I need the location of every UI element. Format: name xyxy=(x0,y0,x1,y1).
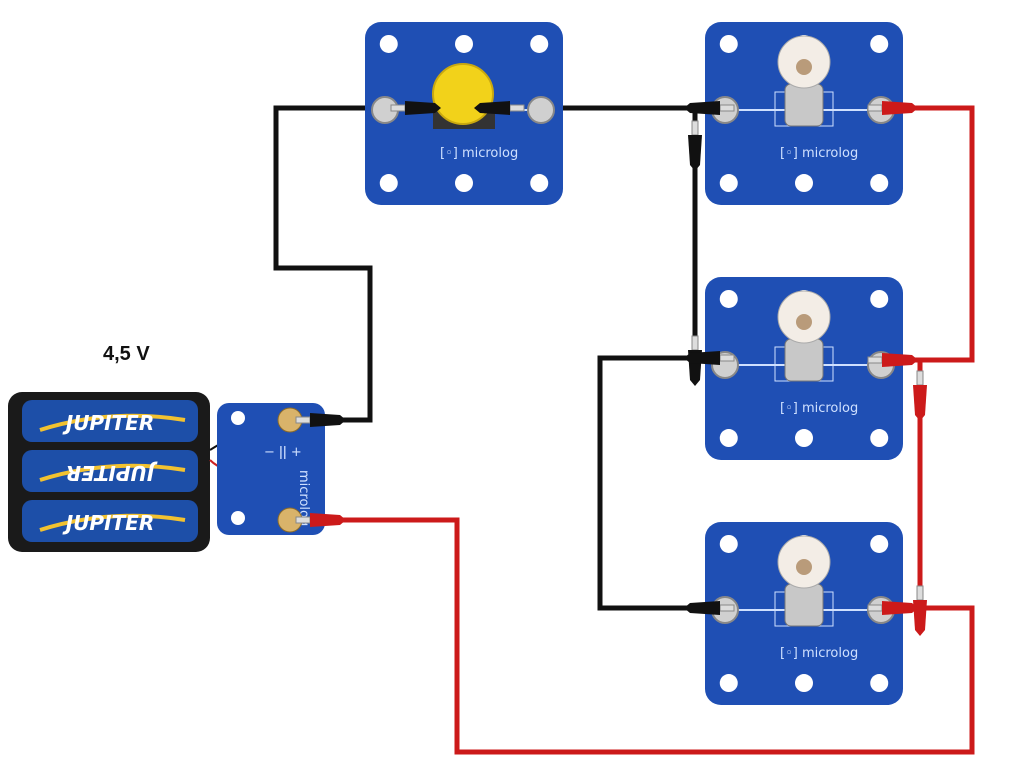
banana-plug[interactable] xyxy=(913,585,927,636)
banana-plug[interactable] xyxy=(474,101,525,115)
battery-cell: JUPITER xyxy=(22,400,198,442)
banana-plug[interactable] xyxy=(684,601,735,615)
terminal-right[interactable] xyxy=(527,96,555,124)
battery-cell-brand: JUPITER xyxy=(62,411,155,435)
battery-module-label: − ǀǀ + xyxy=(264,445,302,460)
battery-holder: JUPITER JUPITER JUPITER xyxy=(8,392,210,552)
banana-plug[interactable] xyxy=(390,101,441,115)
wire-lamp3-to-battery xyxy=(300,517,975,755)
lamp-module: [◦] microlog xyxy=(705,277,903,460)
banana-plug[interactable] xyxy=(867,353,918,367)
banana-plug[interactable] xyxy=(867,601,918,615)
battery-module: − ǀǀ + microlog xyxy=(209,403,325,535)
banana-plug[interactable] xyxy=(913,370,927,421)
bulb-socket xyxy=(784,583,824,627)
wire-lamp2-to-lamp3 xyxy=(597,355,720,611)
banana-plug[interactable] xyxy=(684,351,735,365)
push-button-module: [◦] microlog xyxy=(365,22,563,205)
battery-cell-brand: JUPITER xyxy=(62,511,155,535)
banana-plug[interactable] xyxy=(295,513,346,527)
banana-plug[interactable] xyxy=(688,120,702,171)
module-brand: [◦] microlog xyxy=(780,401,858,416)
module-brand: [◦] microlog xyxy=(440,146,518,161)
module-brand: [◦] microlog xyxy=(780,646,858,661)
voltage-label: 4,5 V xyxy=(103,343,150,365)
battery-cell: JUPITER xyxy=(22,500,198,542)
module-brand: [◦] microlog xyxy=(780,146,858,161)
lamp-module: [◦] microlog xyxy=(705,22,903,205)
push-button[interactable] xyxy=(432,63,494,125)
bulb-socket xyxy=(784,338,824,382)
banana-plug[interactable] xyxy=(867,101,918,115)
wire-lamp1-to-lamp2-pos xyxy=(882,105,975,363)
wire-battery-to-switch xyxy=(273,105,385,423)
banana-plug[interactable] xyxy=(295,413,346,427)
battery-cell: JUPITER xyxy=(22,450,198,492)
banana-plug[interactable] xyxy=(684,101,735,115)
battery-cell-brand: JUPITER xyxy=(66,461,159,485)
bulb-socket xyxy=(784,83,824,127)
lamp-module: [◦] microlog xyxy=(705,522,903,705)
